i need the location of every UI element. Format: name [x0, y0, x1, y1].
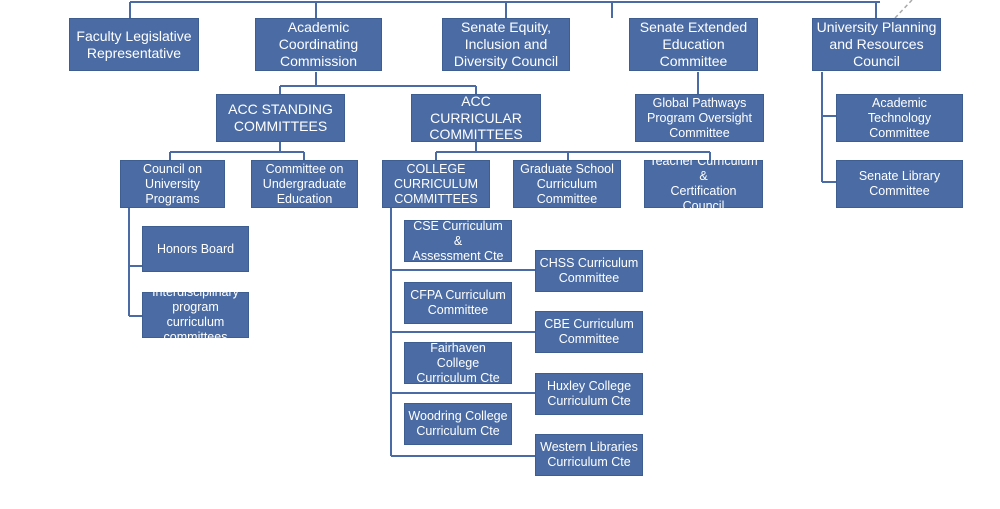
western-libraries-curriculum-box: Western Libraries Curriculum Cte: [535, 434, 643, 476]
college-curriculum-committees-box: COLLEGE CURRICULUM COMMITTEES: [382, 160, 490, 208]
cse-curriculum-assessment-box: CSE Curriculum & Assessment Cte: [404, 219, 512, 263]
academic-technology-committee-box: Academic Technology Committee: [836, 94, 963, 142]
teacher-curriculum-certification-council-box: Teacher Curriculum & Certification Counc…: [644, 154, 763, 213]
woodring-college-curriculum-box: Woodring College Curriculum Cte: [404, 403, 512, 445]
academic-coordinating-commission-box: Academic Coordinating Commission: [255, 18, 382, 71]
acc-standing-committees-box: ACC STANDING COMMITTEES: [216, 94, 345, 142]
honors-board-box: Honors Board: [142, 226, 249, 272]
committee-on-undergraduate-education-box: Committee on Undergraduate Education: [251, 160, 358, 208]
senate-extended-education-committee-box: Senate Extended Education Committee: [629, 18, 758, 71]
interdisciplinary-program-curriculum-committees-box: Interdisciplinary program curriculum com…: [142, 285, 249, 344]
cfpa-curriculum-committee-box: CFPA Curriculum Committee: [404, 282, 512, 324]
chss-curriculum-committee-box: CHSS Curriculum Committee: [535, 250, 643, 292]
acc-curricular-committees-box: ACC CURRICULAR COMMITTEES: [411, 93, 541, 142]
fairhaven-college-curriculum-box: Fairhaven College Curriculum Cte: [404, 341, 512, 385]
global-pathways-committee-box: Global Pathways Program Oversight Commit…: [635, 94, 764, 142]
faculty-legislative-representative-box: Faculty Legislative Representative: [69, 18, 199, 71]
cbe-curriculum-committee-box: CBE Curriculum Committee: [535, 311, 643, 353]
graduate-school-curriculum-committee-box: Graduate School Curriculum Committee: [513, 160, 621, 208]
senate-library-committee-box: Senate Library Committee: [836, 160, 963, 208]
university-planning-resources-council-box: University Planning and Resources Counci…: [812, 18, 941, 71]
council-on-university-programs-box: Council on University Programs: [120, 160, 225, 208]
senate-equity-inclusion-diversity-council-box: Senate Equity, Inclusion and Diversity C…: [442, 18, 570, 71]
huxley-college-curriculum-box: Huxley College Curriculum Cte: [535, 373, 643, 415]
